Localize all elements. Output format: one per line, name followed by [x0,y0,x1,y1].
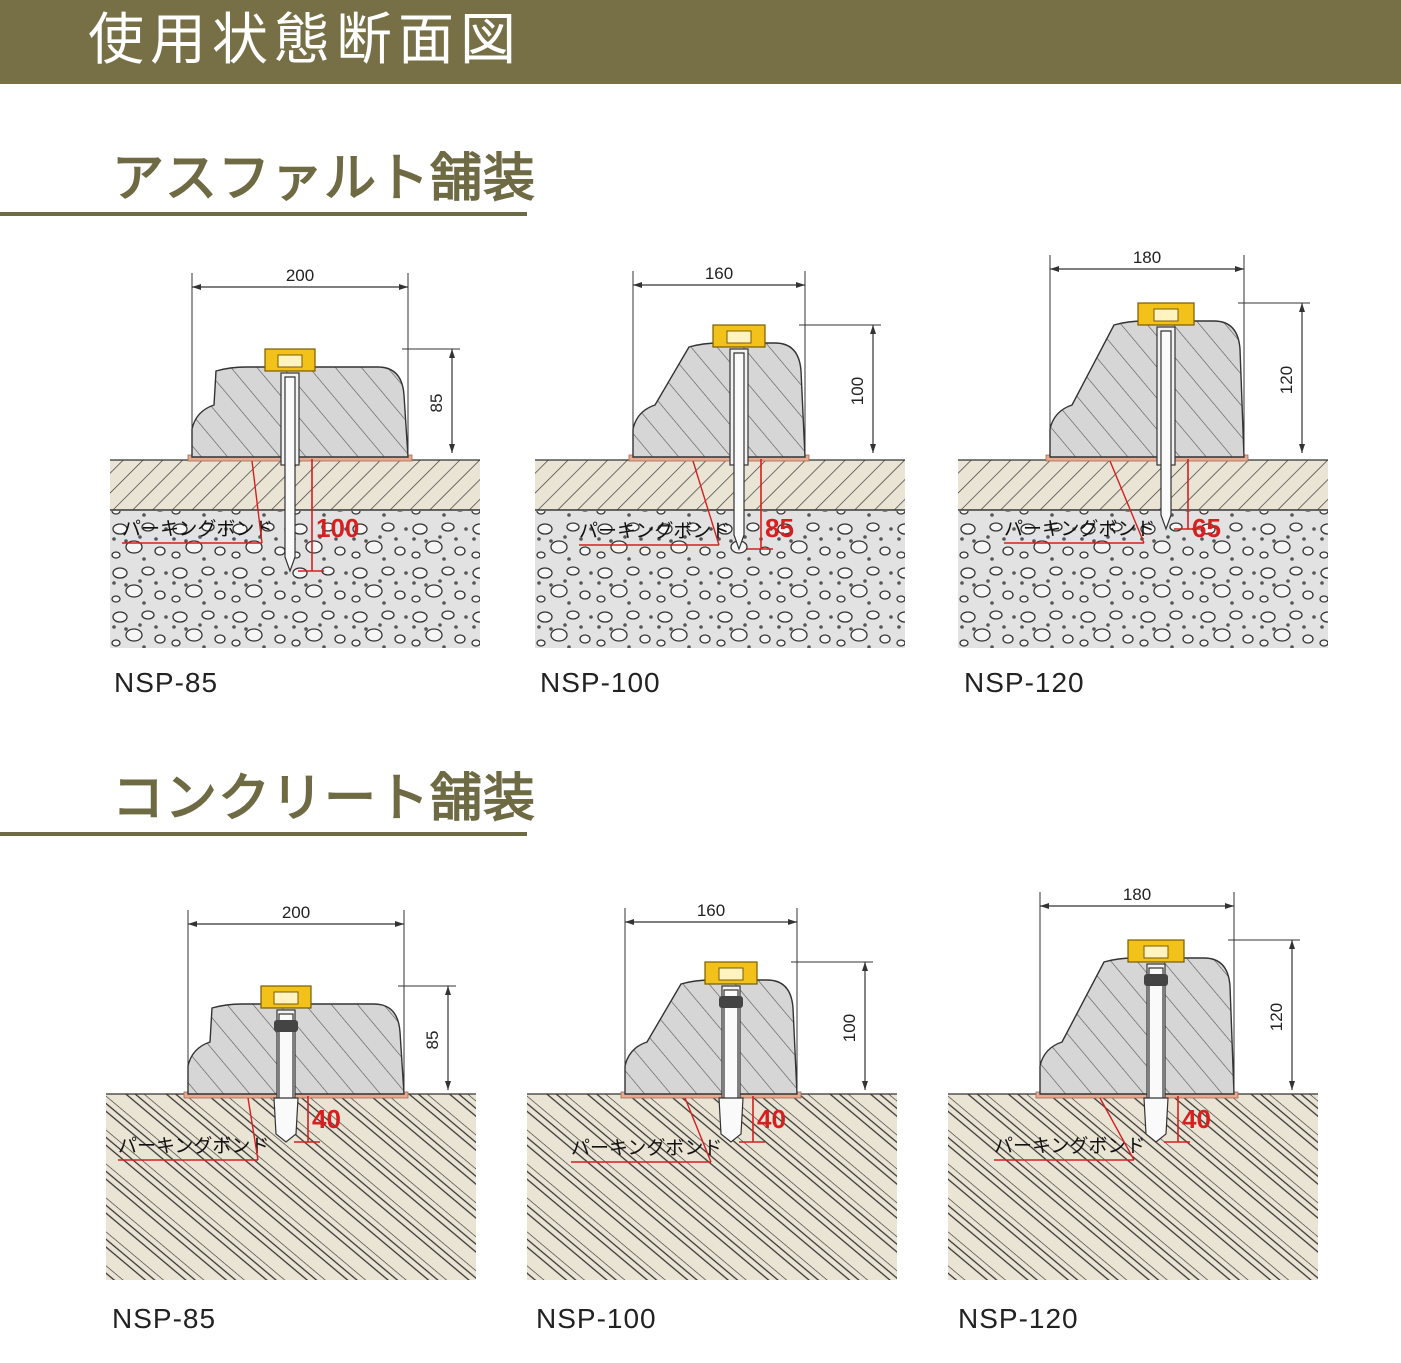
bond-leader [692,460,720,546]
width-dimension-label: 160 [705,264,733,283]
cross-section-concrete-nsp-120: 180 120 40 パーキングボンド [948,885,1318,1280]
width-dimension-label: 180 [1133,248,1161,267]
anchor-nut [719,996,743,1008]
width-dimension-label: 160 [697,901,725,920]
bond-leader [251,460,263,544]
height-dimension-label: 120 [1267,1003,1286,1031]
bond-label: パーキングボンド [571,1137,722,1159]
height-dimension-label: 100 [840,1014,859,1042]
concrete-slab-layer [527,1094,897,1280]
height-dimension-label: 120 [1277,366,1296,394]
depth-dimension-label: 65 [1192,513,1221,543]
cross-section-asphalt-nsp-100: 160 100 85 パーキングボンド [535,264,905,648]
bond-leader [247,1097,259,1161]
bond-label: パーキングボンド [118,1135,269,1157]
model-caption: NSP-85 [114,667,219,698]
model-caption: NSP-120 [964,667,1085,698]
model-caption: NSP-120 [958,1303,1079,1334]
concrete-slab-layer [948,1094,1318,1280]
section-heading-asphalt: アスファルト舗装 [0,140,535,216]
bond-label: パーキングボンド [122,518,273,540]
bond-label: パーキングボンド [994,1135,1145,1157]
asphalt-layer [535,460,905,510]
section-title: アスファルト舗装 [112,149,537,209]
bond-label: パーキングボンド [579,520,730,542]
bond-label: パーキングボンド [1004,518,1155,540]
page-title: 使用状態断面図 [88,8,522,73]
anchor-nut [274,1020,298,1032]
depth-dimension-label: 40 [1182,1104,1211,1134]
depth-dimension-label: 85 [765,513,794,543]
cross-section-asphalt-nsp-120: 180 120 65 パーキングボンド [958,248,1328,648]
anchor-pin [1160,330,1172,531]
anchor-nut [1144,974,1168,986]
anchor-sleeve [718,1097,744,1143]
cross-section-concrete-nsp-100: 160 100 40 パーキングボンド [527,901,897,1280]
car-stop-block [624,979,798,1095]
bond-leader [684,1097,712,1163]
bracket-washer [273,991,299,1005]
depth-dimension-label: 40 [312,1104,341,1134]
car-stop-block [1039,957,1235,1095]
bracket-washer [718,967,744,981]
depth-dimension-label: 100 [316,513,359,543]
width-dimension-label: 200 [282,903,310,922]
header-banner: 使用状態断面図 [0,0,1401,84]
width-dimension-label: 200 [286,266,314,285]
anchor-pin [733,352,745,551]
concrete-base-layer [535,511,905,648]
cross-section-concrete-nsp-85: 200 85 40 パーキングボンド [106,903,476,1280]
bracket-washer [1143,945,1169,959]
model-caption: NSP-100 [540,667,661,698]
car-stop-block [1049,320,1245,458]
anchor-sleeve [273,1097,299,1143]
height-dimension-label: 100 [848,377,867,405]
section-title: コンクリート舗装 [112,769,537,829]
section-heading-concrete: コンクリート舗装 [0,760,535,836]
bracket-washer [277,354,303,368]
depth-dimension-label: 40 [757,1104,786,1134]
anchor-pin [284,376,296,573]
cross-section-asphalt-nsp-85: 200 85 100 パーキングボンド [110,266,480,648]
bracket-washer [1153,308,1179,322]
car-stop-block [191,366,409,458]
bracket-washer [726,330,752,344]
asphalt-layer [958,460,1328,510]
width-dimension-label: 180 [1123,885,1151,904]
height-dimension-label: 85 [427,394,446,413]
car-stop-block [187,1003,405,1095]
height-dimension-label: 85 [423,1031,442,1050]
model-caption: NSP-85 [112,1303,217,1334]
bond-leader [1099,1097,1135,1161]
car-stop-block [632,342,806,458]
anchor-sleeve [1143,1097,1169,1143]
model-caption: NSP-100 [536,1303,657,1334]
bond-leader [1109,460,1145,544]
concrete-base-layer [958,511,1328,648]
